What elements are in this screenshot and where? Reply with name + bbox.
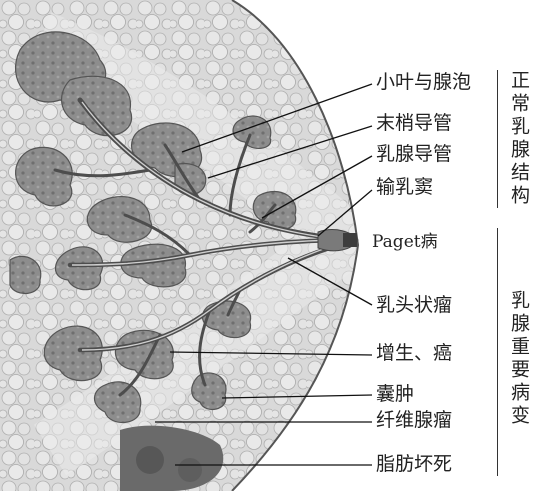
- nipple-lesion-mark: [343, 233, 357, 247]
- bracket-normal-structure: [497, 70, 498, 208]
- heading-major-lesions: 乳腺重要病变: [506, 290, 530, 428]
- label-hyperplasia-cancer: 增生、癌: [376, 342, 452, 364]
- label-lactiferous-sinus: 输乳窦: [376, 176, 433, 198]
- label-fat-necrosis: 脂肪坏死: [376, 453, 452, 475]
- label-terminal-duct: 末梢导管: [376, 112, 452, 134]
- bracket-major-lesions: [497, 228, 498, 476]
- label-papilloma: 乳头状瘤: [376, 294, 452, 316]
- label-cyst: 囊肿: [376, 383, 414, 405]
- label-paget-disease: Paget病: [372, 231, 438, 253]
- label-lobules-acini: 小叶与腺泡: [376, 71, 471, 93]
- label-fibroadenoma: 纤维腺瘤: [376, 409, 452, 431]
- heading-normal-structure: 正常乳腺结构: [506, 70, 530, 208]
- label-mammary-duct: 乳腺导管: [376, 143, 452, 165]
